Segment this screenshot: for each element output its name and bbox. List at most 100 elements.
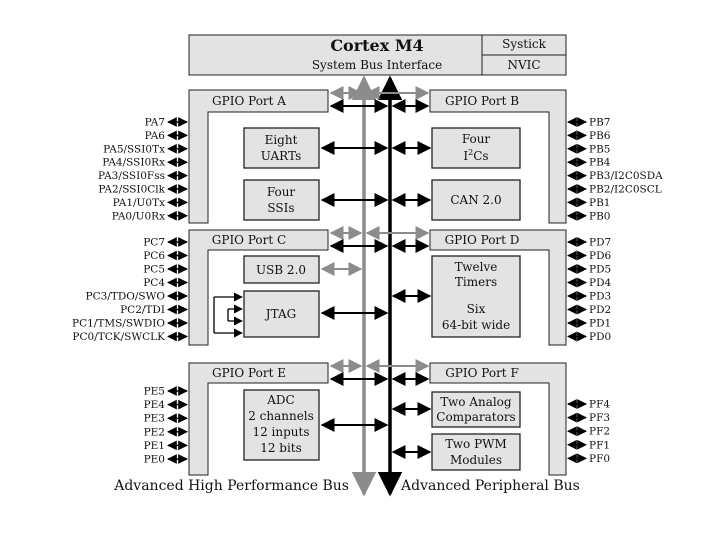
adc-line4: 12 bits <box>260 441 302 455</box>
pin-f-2-label: PF2 <box>589 426 610 438</box>
timers-box <box>431 255 521 338</box>
apb-bus-label: Advanced Peripheral Bus <box>400 478 580 494</box>
pin-b-0-label: PB7 <box>589 117 610 129</box>
gpio-port-d-label: GPIO Port D <box>445 233 520 247</box>
timers-line1: Twelve <box>455 260 498 274</box>
pin-c-2-label: PC5 <box>143 264 165 276</box>
pin-a-1-label: PA6 <box>145 130 166 142</box>
pin-e-0-label: PE5 <box>144 386 165 398</box>
pin-b-3-label: PB4 <box>589 157 611 169</box>
uarts-line2: UARTs <box>261 149 302 163</box>
pin-e-5-label: PE0 <box>144 454 165 466</box>
jtag-pin-links <box>213 292 243 338</box>
pin-d-6-label: PD1 <box>589 318 611 330</box>
pin-b-1-label: PB6 <box>589 130 611 142</box>
i2c-line1: Four <box>462 132 491 146</box>
gpio-port-a-label: GPIO Port A <box>212 94 286 108</box>
pin-a-5-label: PA2/SSI0Clk <box>98 184 165 196</box>
pin-c-5-label: PC2/TDI <box>120 304 165 316</box>
pin-f-1-label: PF3 <box>589 412 610 424</box>
ssis-box <box>243 179 320 221</box>
pin-a-2-label: PA5/SSI0Tx <box>103 143 165 155</box>
adc-line3: 12 inputs <box>252 425 309 439</box>
ssis-line2: SSIs <box>267 201 294 215</box>
comparators-box <box>431 391 521 428</box>
pin-c-7-label: PC0/TCK/SWCLK <box>72 331 165 343</box>
pin-e-1-label: PE4 <box>144 399 166 411</box>
uarts-line1: Eight <box>265 133 298 147</box>
pin-a-7-label: PA0/U0Rx <box>112 210 165 222</box>
pin-d-4-label: PD3 <box>589 291 611 303</box>
jtag-box <box>243 290 320 338</box>
pin-d-0-label: PD7 <box>589 237 611 249</box>
can-box <box>431 179 521 221</box>
pin-c-1-label: PC6 <box>143 250 165 262</box>
i2c-line2: I2Cs <box>463 148 488 163</box>
port-a-pins: PA7PA6PA5/SSI0TxPA4/SSI0RxPA3/SSI0FssPA2… <box>98 117 188 222</box>
pin-d-3-label: PD4 <box>589 277 611 289</box>
i2c-box <box>431 127 521 169</box>
gpio-port-c-panel <box>188 229 329 346</box>
timers-line2: Timers <box>455 275 497 289</box>
pin-d-1-label: PD6 <box>589 250 611 262</box>
pin-c-6-label: PC1/TMS/SWDIO <box>72 318 165 330</box>
i2c-superscript: 2 <box>468 148 473 157</box>
pin-c-4-label: PC3/TDO/SWO <box>86 291 166 303</box>
gpio-port-e-label: GPIO Port E <box>212 366 286 380</box>
timers-line4: 64-bit wide <box>442 318 510 332</box>
pwm-line2: Modules <box>450 453 502 467</box>
pin-e-2-label: PE3 <box>144 413 165 425</box>
uarts-box <box>243 127 320 169</box>
i2c-i: I <box>463 149 468 163</box>
comparators-line2: Comparators <box>436 410 515 424</box>
pin-d-5-label: PD2 <box>589 304 611 316</box>
usb-box <box>243 255 320 284</box>
pin-f-4-label: PF0 <box>589 453 610 465</box>
pin-a-6-label: PA1/U0Tx <box>113 197 165 209</box>
can-label: CAN 2.0 <box>450 193 501 207</box>
ssis-line1: Four <box>267 185 296 199</box>
pin-b-7-label: PB0 <box>589 210 610 222</box>
usb-label: USB 2.0 <box>256 263 306 277</box>
pwm-box <box>431 433 521 471</box>
pin-b-5-label: PB2/I2C0SCL <box>589 184 662 196</box>
adc-line1: ADC <box>266 393 294 407</box>
i2c-cs: Cs <box>473 149 488 163</box>
pin-a-4-label: PA3/SSI0Fss <box>98 170 165 182</box>
bus-connections <box>320 86 432 459</box>
pin-b-2-label: PB5 <box>589 143 610 155</box>
jtag-label: JTAG <box>264 307 296 321</box>
pin-e-3-label: PE2 <box>144 426 165 438</box>
pin-f-3-label: PF1 <box>589 439 610 451</box>
nvic-label: NVIC <box>507 58 540 72</box>
pin-e-4-label: PE1 <box>144 440 165 452</box>
cortex-title: Cortex M4 <box>330 36 423 55</box>
ahb-bus-label: Advanced High Performance Bus <box>113 478 349 494</box>
gpio-port-b-label: GPIO Port B <box>445 94 519 108</box>
gpio-port-e-panel <box>188 362 329 476</box>
gpio-port-d-panel <box>429 229 567 346</box>
adc-line2: 2 channels <box>248 409 314 423</box>
pin-f-0-label: PF4 <box>589 399 610 411</box>
pin-a-0-label: PA7 <box>145 117 165 129</box>
gpio-port-a-panel <box>188 89 329 224</box>
systick-label: Systick <box>502 37 547 51</box>
adc-box <box>243 389 320 461</box>
pin-d-2-label: PD5 <box>589 264 611 276</box>
gpio-port-c-label: GPIO Port C <box>212 233 286 247</box>
gpio-port-b-panel <box>429 89 567 224</box>
pin-c-3-label: PC4 <box>143 277 165 289</box>
pin-c-0-label: PC7 <box>143 237 165 249</box>
timers-line3: Six <box>467 302 486 316</box>
pwm-line1: Two PWM <box>445 437 507 451</box>
pin-d-7-label: PD0 <box>589 331 611 343</box>
cortex-subtitle: System Bus Interface <box>312 58 442 72</box>
pin-a-3-label: PA4/SSI0Rx <box>102 157 165 169</box>
